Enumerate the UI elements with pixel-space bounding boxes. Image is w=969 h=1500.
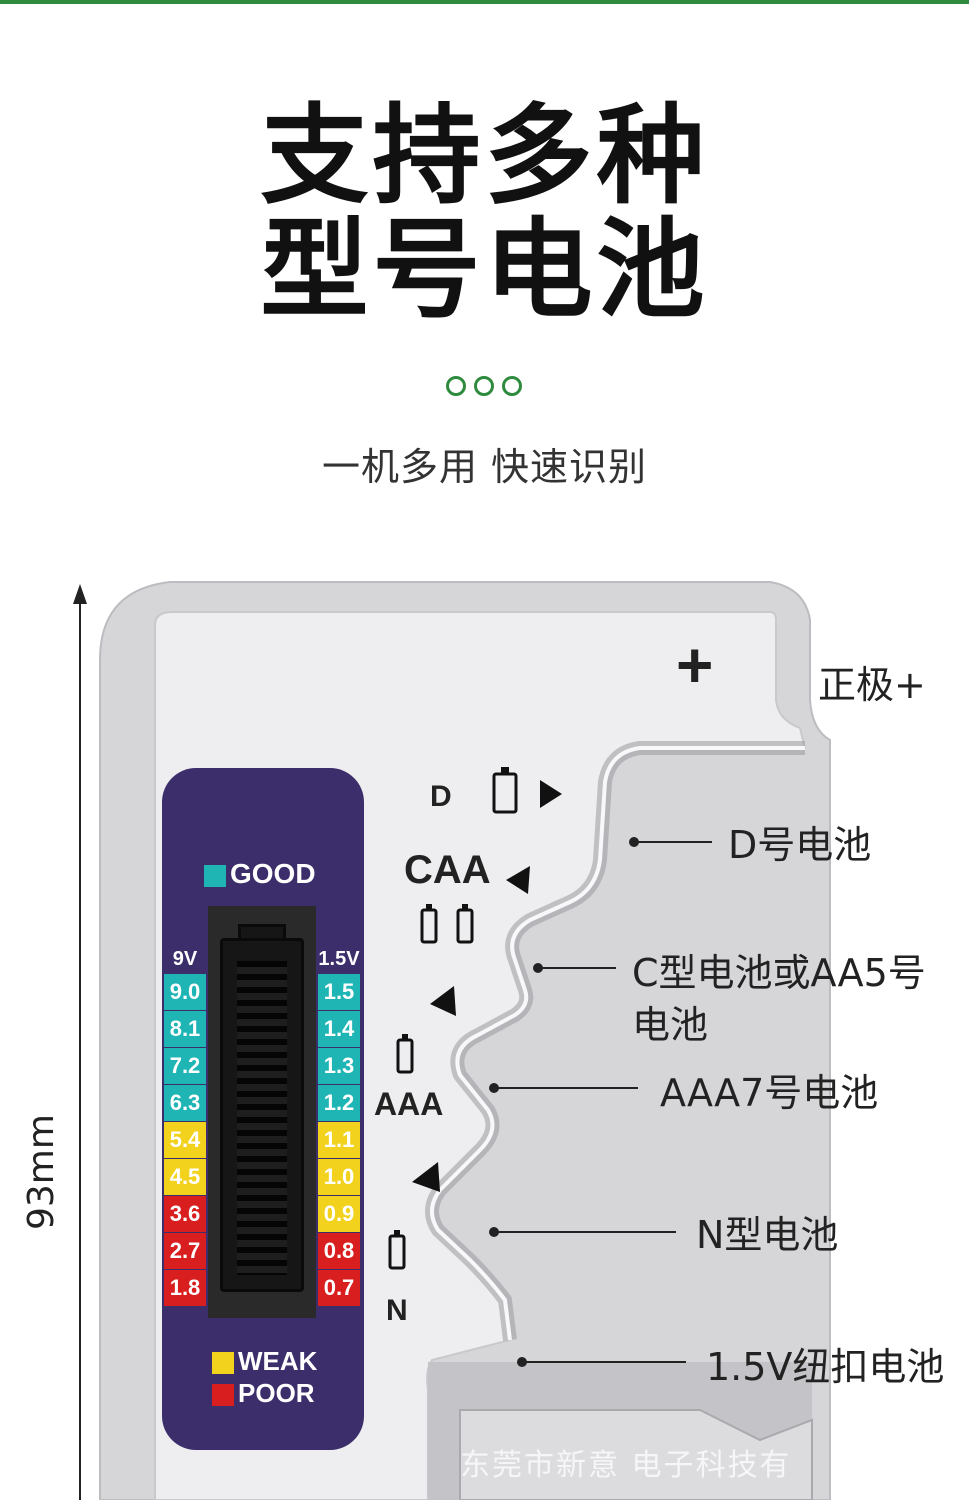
slot-label-d: D (430, 780, 452, 813)
right-scale-cell: 1.0 (318, 1159, 360, 1195)
arrow-left-icon (506, 866, 530, 894)
good-legend: GOOD (204, 858, 316, 890)
slot-label-aaa: AAA (374, 1086, 444, 1122)
right-scale-cell: 1.1 (318, 1122, 360, 1158)
scale-header-1-5v: 1.5V (318, 948, 360, 970)
battery-terminal (394, 1230, 400, 1236)
arrow-left-icon (430, 986, 456, 1016)
battery-gauge (208, 906, 316, 1318)
battery-terminal (501, 767, 509, 774)
left-scale-cell: 3.6 (164, 1196, 206, 1232)
dimension-label: 93mm (21, 1114, 62, 1230)
battery-terminal (402, 1034, 408, 1040)
callout-d-battery: D号电池 (728, 823, 872, 867)
scale-header-9v: 9V (172, 948, 198, 970)
weak-swatch (212, 1352, 234, 1375)
slot-label-caa: CAA (404, 848, 491, 892)
left-scale-cell: 2.7 (164, 1233, 206, 1269)
left-scale-cell: 9.0 (164, 974, 206, 1010)
poor-label: POOR (238, 1378, 315, 1408)
arrow-up-icon (73, 584, 87, 604)
left-scale-cell: 5.4 (164, 1122, 206, 1158)
gauge-battery-cap (238, 924, 286, 940)
slot-label-n: N (386, 1294, 408, 1327)
left-scale-cell: 7.2 (164, 1048, 206, 1084)
top-accent-line (0, 0, 969, 4)
circle-icon (446, 376, 466, 396)
arrow-left-icon (412, 1162, 440, 1192)
callout-aaa-battery: AAA7号电池 (660, 1071, 879, 1115)
right-scale-cell: 1.4 (318, 1011, 360, 1047)
plus-symbol: + (676, 629, 714, 701)
callout-button-cell: 1.5V纽扣电池 (706, 1345, 945, 1389)
right-scale-cell: 0.9 (318, 1196, 360, 1232)
left-scale-cell: 8.1 (164, 1011, 206, 1047)
left-scale-cell: 6.3 (164, 1085, 206, 1121)
good-swatch (204, 864, 226, 887)
circle-icon (502, 376, 522, 396)
left-scale-cell: 4.5 (164, 1159, 206, 1195)
battery-terminal (426, 904, 432, 910)
button-cell-clip (459, 1409, 813, 1500)
decorative-dots (446, 376, 522, 396)
arrow-right-icon (540, 780, 562, 808)
left-scale-cell: 1.8 (164, 1270, 206, 1306)
poor-swatch (212, 1384, 234, 1407)
subtitle: 一机多用 快速识别 (321, 445, 648, 489)
watermark: 东莞市新意 电子科技有 (460, 1448, 792, 1483)
headline-line-1: 支持多种 (260, 94, 709, 219)
callout-c-battery-line1: C型电池或AA5号 (632, 951, 926, 995)
circle-icon (474, 376, 494, 396)
gauge-battery-body (220, 938, 304, 1292)
right-scale-cell: 0.8 (318, 1233, 360, 1269)
weak-legend: WEAK (212, 1346, 317, 1377)
right-scale-cell: 1.5 (318, 974, 360, 1010)
weak-label: WEAK (238, 1346, 318, 1376)
slot-highlight (430, 746, 805, 1341)
gauge-bars (237, 961, 287, 1275)
positive-terminal-label: 正极+ (818, 663, 926, 707)
battery-terminal (462, 904, 468, 910)
right-scale-cell: 0.7 (318, 1270, 360, 1306)
good-label: GOOD (230, 858, 316, 889)
callout-c-battery-line2: 电池 (632, 1003, 709, 1047)
right-scale-cell: 1.3 (318, 1048, 360, 1084)
poor-legend: POOR (212, 1378, 315, 1409)
callout-n-battery: N型电池 (696, 1213, 839, 1257)
headline-line-2: 型号电池 (260, 208, 709, 333)
right-scale-cell: 1.2 (318, 1085, 360, 1121)
